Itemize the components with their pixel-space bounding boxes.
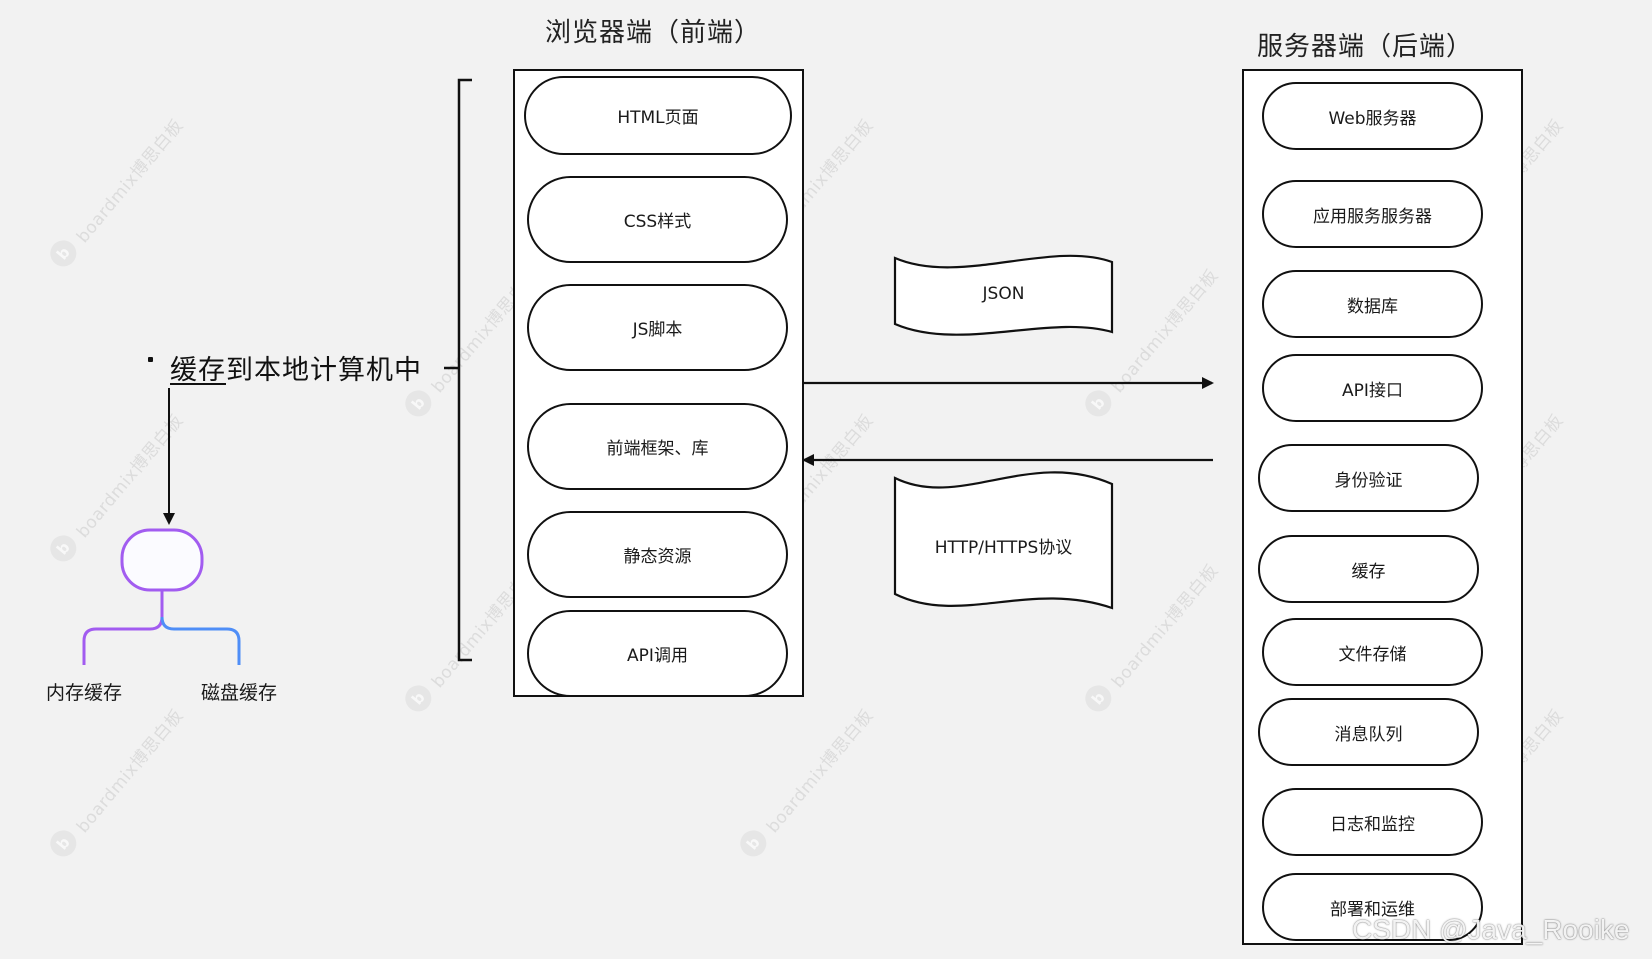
backend-item-database[interactable]: 数据库	[1262, 270, 1483, 338]
frontend-item-html[interactable]: HTML页面	[524, 76, 792, 155]
backend-item-app-server[interactable]: 应用服务服务器	[1262, 180, 1483, 248]
cache-title: 缓存到本地计算机中	[170, 348, 422, 387]
backend-item-api[interactable]: API接口	[1262, 354, 1483, 422]
cache-root-node	[120, 528, 204, 592]
backend-item-web-server[interactable]: Web服务器	[1262, 82, 1483, 150]
backend-item-cache[interactable]: 缓存	[1258, 535, 1479, 603]
backend-item-auth[interactable]: 身份验证	[1258, 444, 1479, 512]
http-document-shape	[893, 471, 1114, 610]
backend-item-deploy[interactable]: 部署和运维	[1262, 873, 1483, 941]
memory-cache-label: 内存缓存	[46, 682, 123, 704]
bullet-dot	[148, 357, 153, 362]
frontend-item-css[interactable]: CSS样式	[527, 176, 788, 263]
backend-item-file-storage[interactable]: 文件存储	[1262, 618, 1483, 686]
backend-title: 服务器端（后端）	[1257, 32, 1474, 62]
frontend-title: 浏览器端（前端）	[545, 18, 762, 48]
frontend-column	[513, 69, 804, 697]
backend-item-logging[interactable]: 日志和监控	[1262, 788, 1483, 856]
cache-title-underlined: 缓存	[170, 355, 226, 386]
footer-watermark: CSDN @Java_Rooike	[1352, 914, 1630, 945]
http-label: HTTP/HTTPS协议	[934, 538, 1073, 558]
branch-disk-cache	[160, 616, 241, 665]
disk-cache-label: 磁盘缓存	[201, 682, 278, 704]
frontend-item-framework[interactable]: 前端框架、库	[527, 403, 788, 490]
frontend-item-api-call[interactable]: API调用	[527, 610, 788, 697]
branch-memory-cache	[82, 590, 164, 665]
json-document-shape	[893, 254, 1114, 336]
frontend-bracket	[444, 78, 472, 662]
json-label: JSON	[982, 284, 1025, 304]
frontend-item-static[interactable]: 静态资源	[527, 511, 788, 598]
cache-title-rest: 到本地计算机中	[226, 355, 422, 386]
frontend-item-js[interactable]: JS脚本	[527, 284, 788, 371]
backend-item-message-queue[interactable]: 消息队列	[1258, 698, 1479, 766]
